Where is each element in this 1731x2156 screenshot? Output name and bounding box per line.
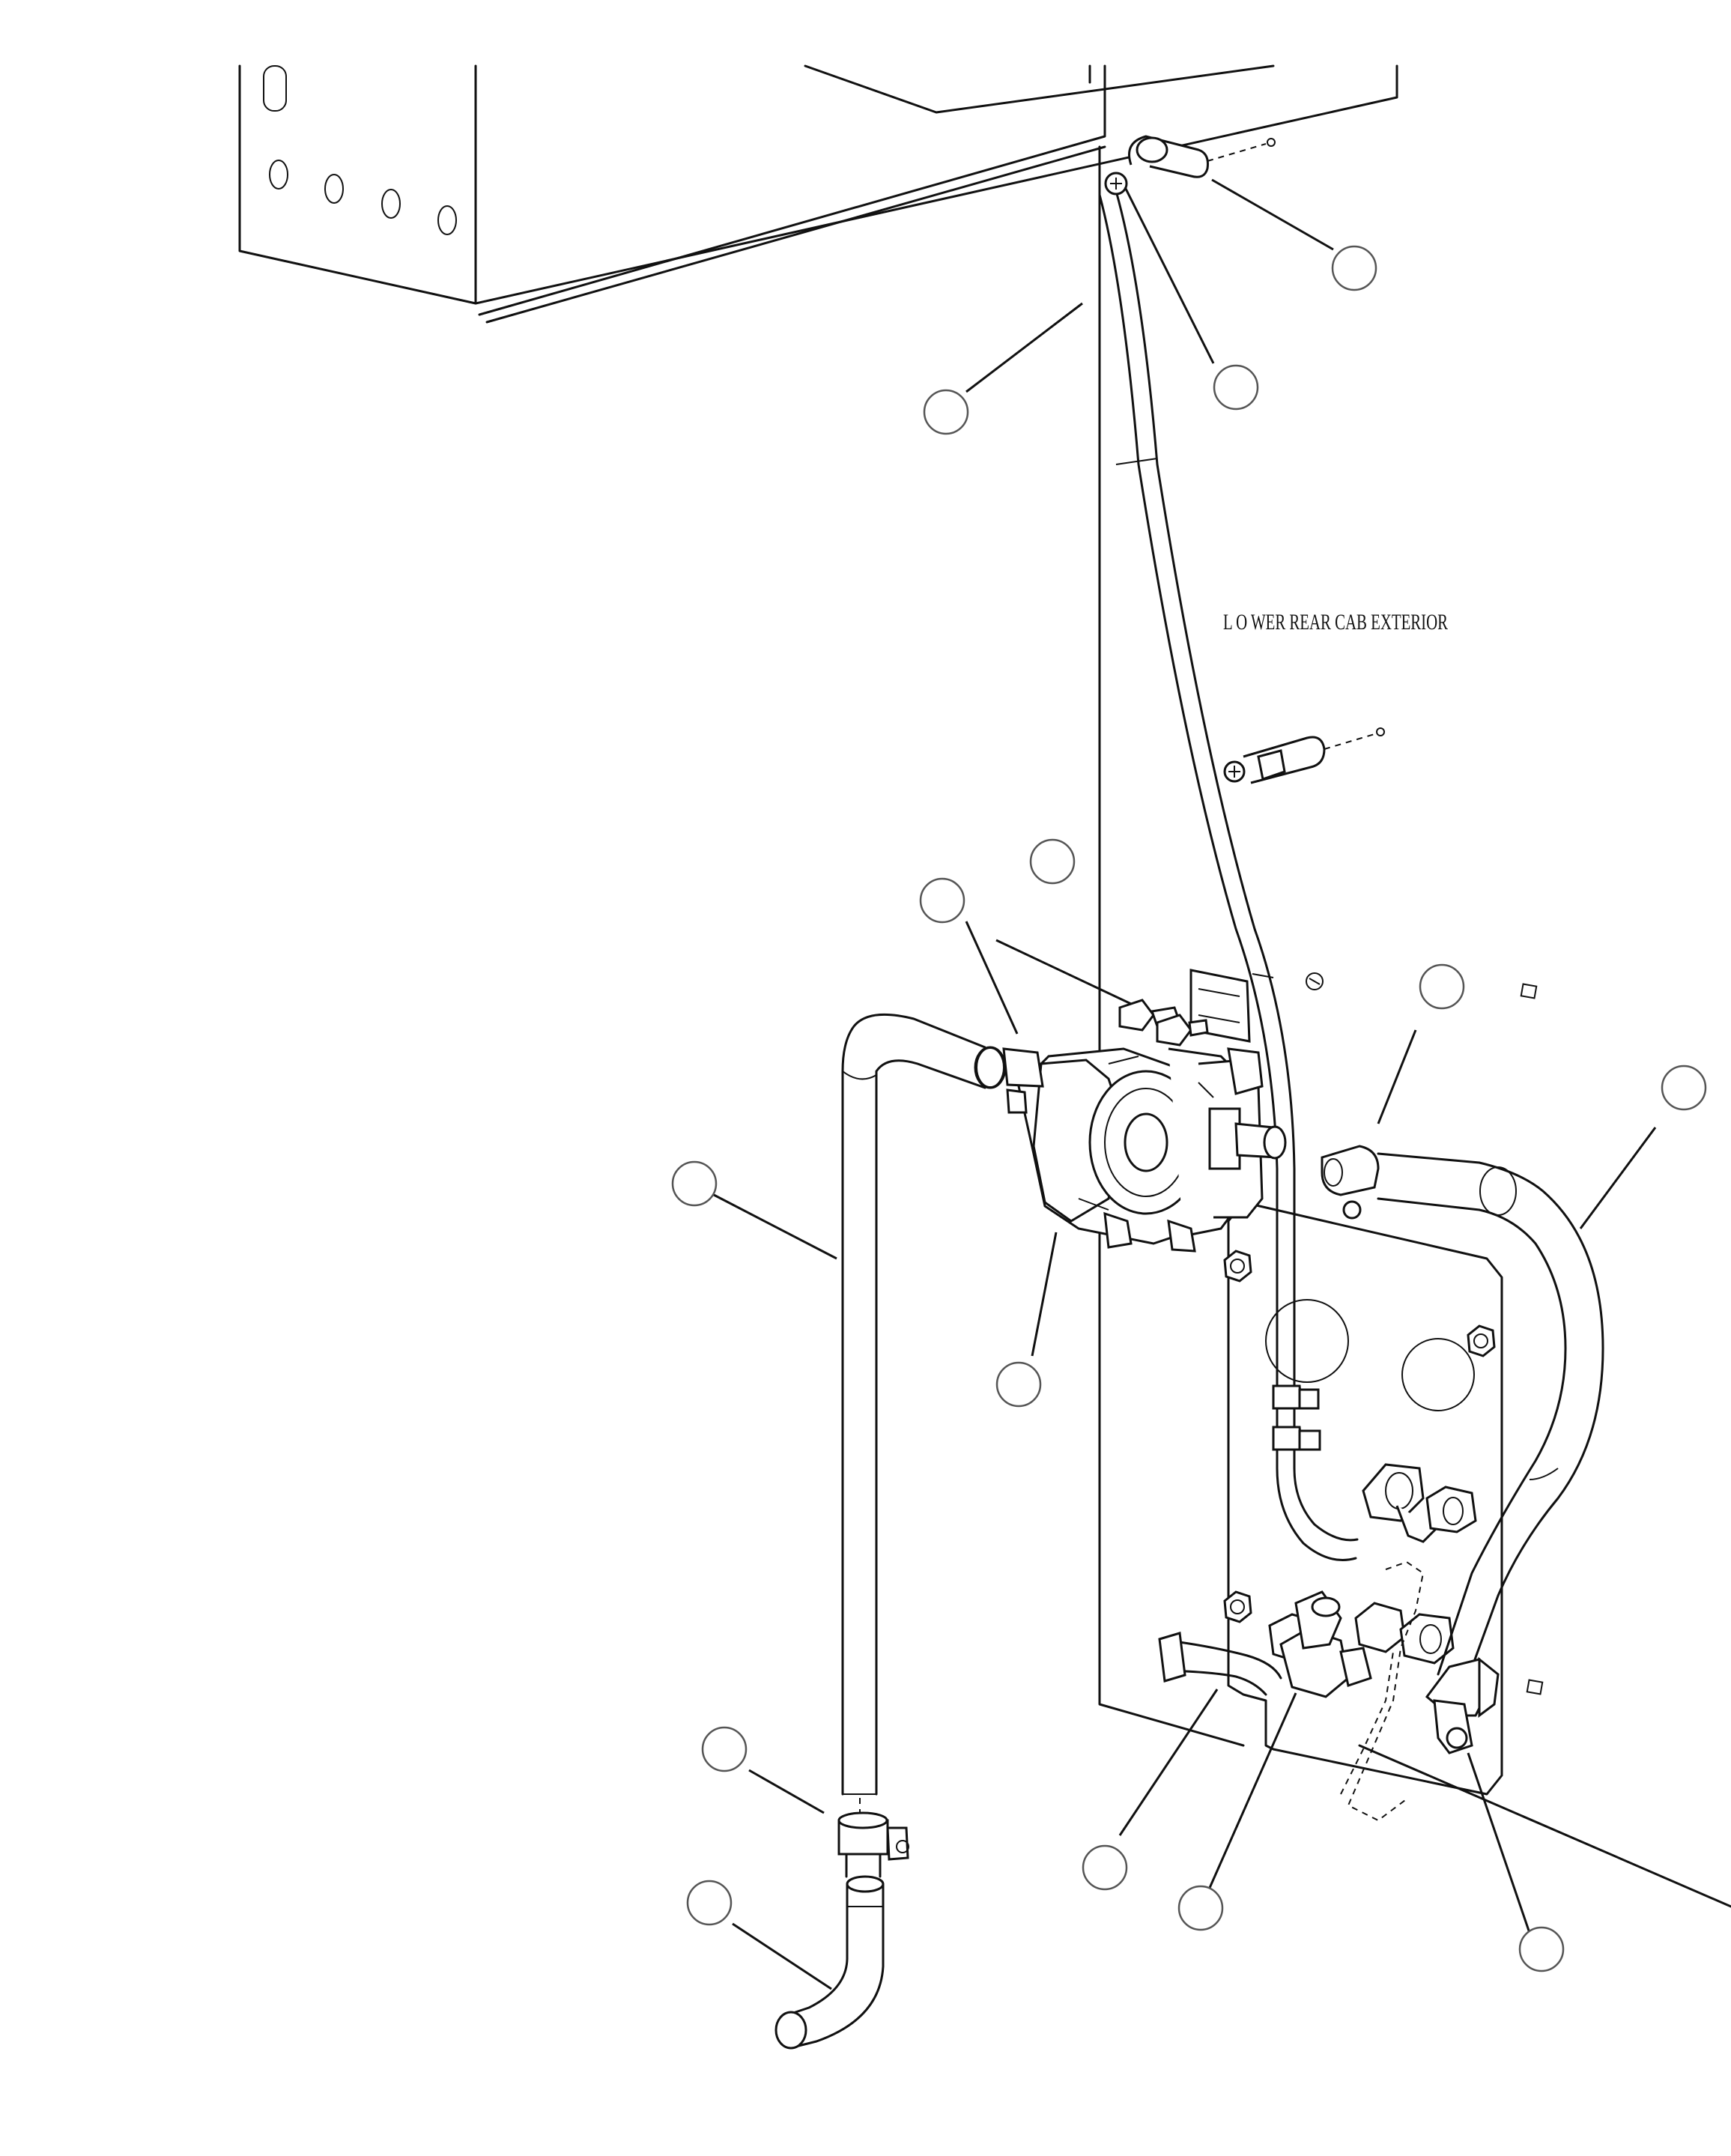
middle-hose-clamp (1223, 727, 1385, 784)
location-label: L O WER REAR CAB EXTERIOR (1223, 610, 1448, 635)
callout-balloon (671, 1160, 718, 1207)
lower-left-union (837, 1811, 909, 1878)
valve-bracket (1118, 969, 1324, 1047)
vertical-air-hose (1098, 190, 1359, 1561)
callout-balloon (1213, 364, 1259, 411)
mounting-holes (269, 160, 457, 235)
callout-balloon (995, 1361, 1042, 1408)
mounting-plate (1223, 983, 1544, 1796)
tee-connector (1158, 1590, 1372, 1698)
callout-balloon (1029, 838, 1076, 885)
callout-balloon (1177, 1885, 1224, 1931)
callout-balloon (1419, 963, 1465, 1010)
callout-balloon (919, 877, 965, 924)
air-valve (1017, 1047, 1264, 1253)
callout-balloon (1661, 1065, 1707, 1111)
lower-cab-panel (1098, 145, 1731, 1908)
callout-balloon (1082, 1844, 1128, 1891)
callout-balloons (671, 245, 1707, 1972)
callout-balloon (1331, 245, 1377, 291)
lower-left-elbow (774, 1875, 885, 2050)
callout-balloon (686, 1880, 733, 1926)
left-air-hose (841, 1013, 1004, 1828)
callout-balloon (701, 1726, 748, 1772)
upper-hose-clamp (1104, 135, 1276, 196)
right-air-hose (1321, 1145, 1604, 1754)
upper-cab-structure (238, 64, 1398, 324)
callout-balloon (1518, 1926, 1565, 1972)
valve-right-connector (1234, 1122, 1287, 1160)
leader-lines (713, 178, 1657, 1990)
callout-balloon (923, 389, 969, 435)
plate-bolts (1223, 1250, 1496, 1623)
